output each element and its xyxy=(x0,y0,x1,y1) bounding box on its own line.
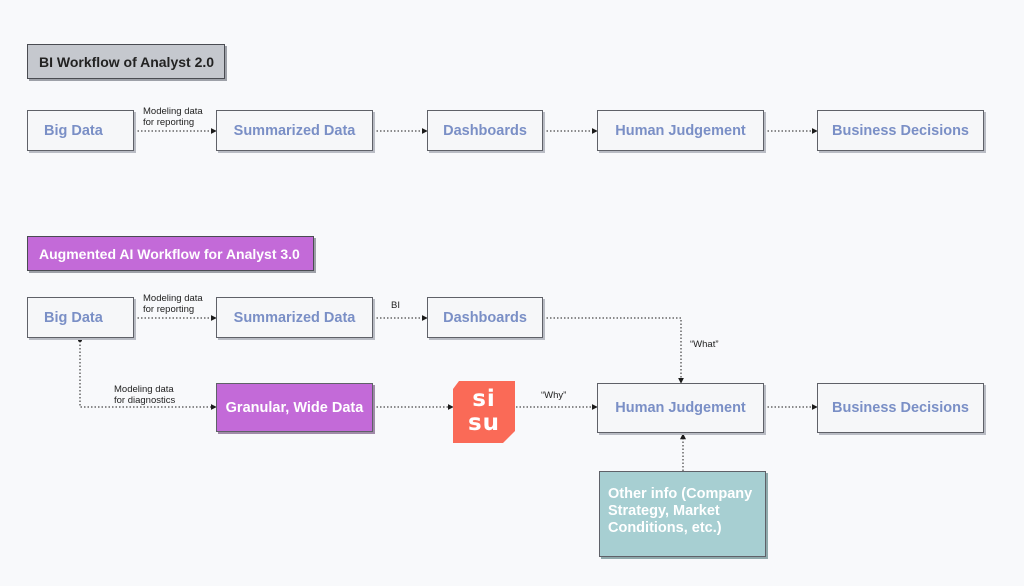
s1-summarized-data-node: Summarized Data xyxy=(216,110,373,151)
s1-summarized-data-label: Summarized Data xyxy=(233,122,356,139)
s2-bi-label: BI xyxy=(391,300,400,311)
s1-dashboards-label: Dashboards xyxy=(443,122,527,139)
s2-business-decisions-node: Business Decisions xyxy=(817,383,984,433)
s2-dashboards-node: Dashboards xyxy=(427,297,543,338)
s2-human-judgement-node: Human Judgement xyxy=(597,383,764,433)
sisu-logo: si su xyxy=(453,381,515,443)
s2-why-label: “Why” xyxy=(541,390,567,401)
s2-what-label: “What” xyxy=(690,339,719,350)
edge-s2-bigdata-granular xyxy=(79,341,217,410)
s2-granular-data-label: Granular, Wide Data xyxy=(225,399,364,416)
s2-other-info-label: Other info (Company Strategy, Market Con… xyxy=(608,486,753,536)
s2-modeling-diagnostics-line1: Modeling data xyxy=(114,384,174,395)
s2-big-data-node: Big Data xyxy=(27,297,134,338)
sisu-logo-shape xyxy=(453,381,515,443)
section1-title: BI Workflow of Analyst 2.0 xyxy=(27,44,225,79)
s1-dashboards-node: Dashboards xyxy=(427,110,543,151)
s2-big-data-label: Big Data xyxy=(44,309,103,326)
s1-modeling-reporting-label: Modeling data for reporting xyxy=(143,106,203,128)
s2-modeling-diagnostics-line2: for diagnostics xyxy=(114,395,176,406)
s1-big-data-node: Big Data xyxy=(27,110,134,151)
s2-modeling-reporting-line2: for reporting xyxy=(143,304,195,315)
edge-s2-dashboards-human xyxy=(543,317,684,384)
s1-big-data-label: Big Data xyxy=(44,122,103,139)
s1-modeling-reporting-line2: for reporting xyxy=(143,117,195,128)
s2-dashboards-label: Dashboards xyxy=(443,309,527,326)
s2-business-decisions-label: Business Decisions xyxy=(832,400,969,416)
s1-human-judgement-node: Human Judgement xyxy=(597,110,764,151)
s2-modeling-reporting-line1: Modeling data xyxy=(143,293,203,304)
s1-business-decisions-node: Business Decisions xyxy=(817,110,984,151)
s2-modeling-diagnostics-label: Modeling data for diagnostics xyxy=(114,384,175,406)
s2-other-info-node: Other info (Company Strategy, Market Con… xyxy=(599,471,766,557)
s2-summarized-data-node: Summarized Data xyxy=(216,297,373,338)
s2-granular-data-node: Granular, Wide Data xyxy=(216,383,373,432)
section2-title: Augmented AI Workflow for Analyst 3.0 xyxy=(27,236,314,271)
sisu-logo-text: si su xyxy=(453,387,515,435)
s2-summarized-data-label: Summarized Data xyxy=(233,309,356,326)
s2-modeling-reporting-label: Modeling data for reporting xyxy=(143,293,203,315)
s1-business-decisions-label: Business Decisions xyxy=(832,122,969,139)
edge-s2-bigdata-granular-start-dot xyxy=(78,338,82,342)
s1-modeling-reporting-line1: Modeling data xyxy=(143,106,203,117)
s2-human-judgement-label: Human Judgement xyxy=(615,400,746,416)
sisu-logo-line2: su xyxy=(467,410,501,436)
s1-human-judgement-label: Human Judgement xyxy=(615,122,746,139)
sisu-logo-line1: si xyxy=(472,386,496,412)
